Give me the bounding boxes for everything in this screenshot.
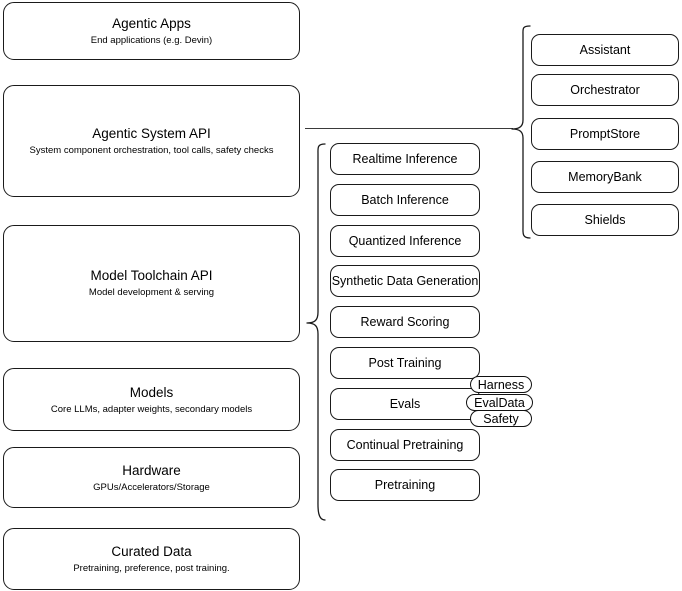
chip-label: Pretraining [374,478,436,492]
layer-subtitle: GPUs/Accelerators/Storage [93,481,210,493]
layer-box-curated-data[interactable]: Curated Data Pretraining, preference, po… [3,528,300,590]
toolchain-brace [305,142,327,522]
chip-label: Synthetic Data Generation [331,274,479,288]
chip-label: Quantized Inference [348,234,462,248]
chip-label: Continual Pretraining [346,438,464,452]
toolchain-chip-evals[interactable]: Evals [330,388,480,420]
toolchain-chip-continual-pretraining[interactable]: Continual Pretraining [330,429,480,461]
pill-label: EvalData [474,395,525,410]
layer-box-hardware[interactable]: Hardware GPUs/Accelerators/Storage [3,447,300,508]
layer-title: Agentic System API [92,126,211,141]
eval-pill-evaldata[interactable]: EvalData [466,394,533,411]
eval-pill-harness[interactable]: Harness [470,376,532,393]
layer-title: Curated Data [111,544,192,559]
chip-label: Post Training [368,356,442,370]
eval-pill-safety[interactable]: Safety [470,410,532,427]
system-chip-promptstore[interactable]: PromptStore [531,118,679,150]
chip-label: Orchestrator [570,83,640,97]
layer-title: Agentic Apps [112,16,191,31]
chip-label: Reward Scoring [360,315,450,329]
chip-label: Evals [389,397,421,411]
layer-subtitle: Pretraining, preference, post training. [73,563,230,574]
toolchain-chip-post-training[interactable]: Post Training [330,347,480,379]
layer-subtitle: Core LLMs, adapter weights, secondary mo… [50,403,253,415]
layer-title: Hardware [122,462,181,478]
layer-box-agentic-system-api[interactable]: Agentic System API System component orch… [3,85,300,197]
system-api-connector-line [305,128,513,130]
toolchain-chip-quantized-inference[interactable]: Quantized Inference [330,225,480,257]
toolchain-chip-reward-scoring[interactable]: Reward Scoring [330,306,480,338]
layer-text-curated-data: Curated Data Pretraining, preference, po… [73,543,229,575]
system-chip-shields[interactable]: Shields [531,204,679,236]
chip-label: Batch Inference [361,193,449,207]
layer-box-models[interactable]: Models Core LLMs, adapter weights, secon… [3,368,300,431]
layer-text-hardware: Hardware GPUs/Accelerators/Storage [93,462,210,494]
toolchain-chip-realtime-inference[interactable]: Realtime Inference [330,143,480,175]
layer-box-model-toolchain-api[interactable]: Model Toolchain API Model development & … [3,225,300,342]
layer-text-models: Models Core LLMs, adapter weights, secon… [51,384,252,416]
layer-title: Models [129,384,174,400]
pill-label: Safety [483,411,519,426]
layer-title: Model Toolchain API [90,268,213,283]
layer-text-model-toolchain-api: Model Toolchain API Model development & … [4,267,299,299]
system-chip-assistant[interactable]: Assistant [531,34,679,66]
chip-label: PromptStore [569,127,641,141]
layer-box-agentic-apps[interactable]: Agentic Apps End applications (e.g. Devi… [3,2,300,60]
layer-subtitle: Model development & serving [88,287,215,298]
chip-label: Shields [584,213,626,227]
system-chip-orchestrator[interactable]: Orchestrator [531,74,679,106]
layer-text-agentic-system-api: Agentic System API System component orch… [4,125,299,157]
layer-subtitle: System component orchestration, tool cal… [29,145,274,156]
layer-text-agentic-apps: Agentic Apps End applications (e.g. Devi… [91,15,212,47]
chip-label: MemoryBank [568,170,642,184]
system-brace [510,24,532,240]
pill-label: Harness [477,377,525,392]
toolchain-chip-batch-inference[interactable]: Batch Inference [330,184,480,216]
chip-label: Realtime Inference [352,152,458,166]
toolchain-chip-synthetic-data-generation[interactable]: Synthetic Data Generation [330,265,480,297]
toolchain-chip-pretraining[interactable]: Pretraining [330,469,480,501]
system-chip-memorybank[interactable]: MemoryBank [531,161,679,193]
chip-label: Assistant [579,43,631,57]
layer-subtitle: End applications (e.g. Devin) [90,35,213,46]
